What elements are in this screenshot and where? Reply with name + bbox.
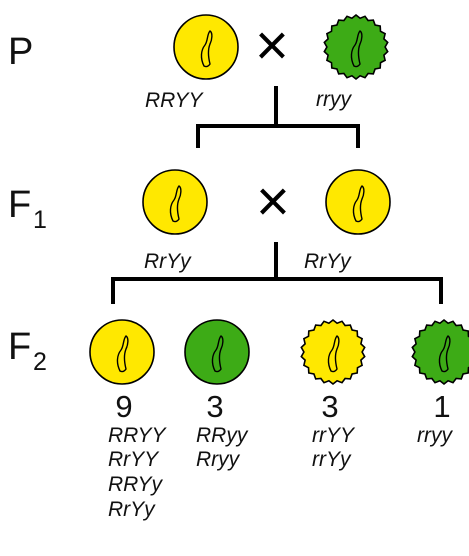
parent-genotype-right: rryy	[316, 88, 352, 111]
f1-pea-left	[142, 169, 208, 235]
f2-ratio-4: 1	[433, 389, 450, 424]
f2-pea-4	[411, 318, 469, 386]
f2-ratio-2: 3	[206, 389, 223, 424]
generation-label-f2: F	[8, 326, 31, 368]
f2-ratio-3: 3	[321, 389, 338, 424]
f2-genotype-2-a: RRyy	[196, 424, 249, 447]
f2-genotype-1-d: RrYy	[108, 498, 156, 521]
f2-genotype-1-c: RRYy	[108, 473, 164, 496]
connector-lines	[111, 86, 443, 304]
generation-letter-f2: F	[8, 326, 31, 368]
generation-subscript-f2: 2	[33, 348, 47, 376]
f2-genotype-1-b: RrYY	[108, 448, 160, 471]
wrinkled-green-pea-icon	[411, 318, 469, 386]
cross-symbol-parents: ×	[255, 13, 289, 78]
f1-pea-right	[325, 169, 391, 235]
parent-genotype-left: RRYY	[145, 89, 205, 112]
generation-label-f1: F	[8, 184, 31, 226]
f2-pea-1	[89, 319, 155, 385]
f2-pea-3	[300, 318, 366, 386]
cross-symbol-f1: ×	[256, 169, 290, 234]
parent-pea-left	[173, 14, 239, 80]
generation-subscript-f1: 1	[33, 206, 47, 234]
generation-label-p: P	[8, 31, 33, 73]
peas-layer	[89, 13, 469, 386]
f2-genotype-2-b: Rryy	[196, 448, 241, 471]
f2-genotype-1-a: RRYY	[108, 424, 168, 447]
f2-genotype-4-a: rryy	[417, 424, 453, 447]
generation-letter-f1: F	[8, 184, 31, 226]
f2-genotype-3-b: rrYy	[312, 448, 352, 471]
f2-genotype-3-a: rrYY	[312, 424, 356, 447]
f2-pea-2	[184, 319, 250, 385]
f1-genotype-right: RrYy	[304, 250, 352, 273]
f1-genotype-left: RrYy	[144, 250, 192, 273]
parent-pea-right	[323, 13, 389, 81]
f2-ratio-1: 9	[115, 389, 132, 424]
